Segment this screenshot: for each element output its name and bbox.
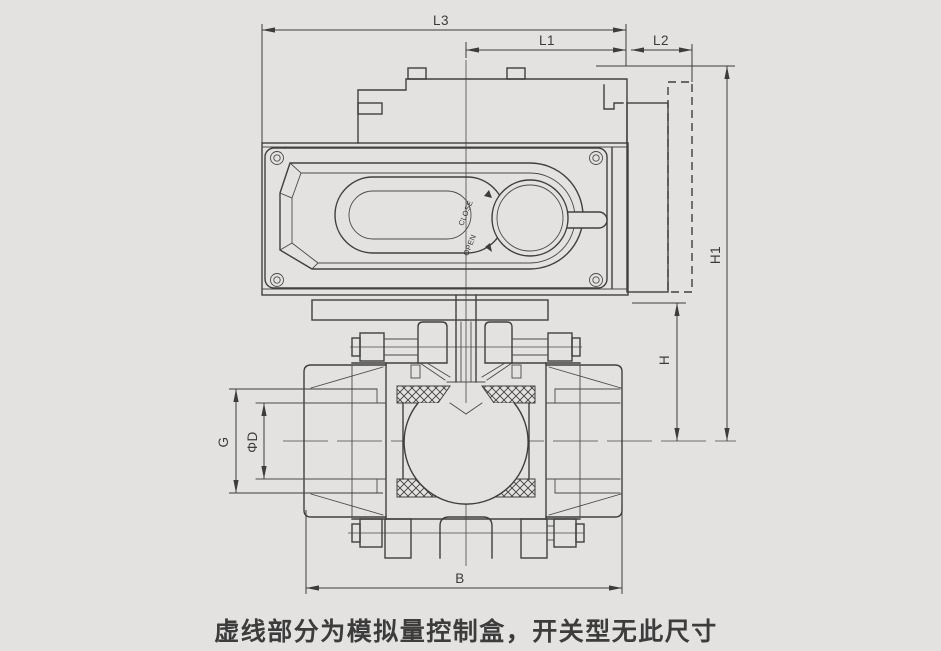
- bore-lines: [255, 402, 621, 480]
- dimension-l3: L3: [261, 13, 627, 143]
- dim-label-h: H: [657, 355, 672, 365]
- actuator-assembly: CLOSE OPEN: [261, 67, 629, 296]
- analog-control-box-dashed: [667, 81, 693, 293]
- actuator-top-cover: [357, 67, 628, 144]
- dimension-g: G: [216, 388, 383, 494]
- body-bolts-upper: [351, 332, 581, 362]
- actuator-housing: [261, 142, 629, 296]
- open-marking: OPEN: [461, 233, 478, 257]
- dim-label-l3: L3: [433, 13, 449, 28]
- valve-assembly: [255, 294, 623, 559]
- dim-label-phid: ΦD: [245, 431, 260, 453]
- dimension-phid: ΦD: [245, 403, 267, 479]
- mounting-plate: [311, 299, 549, 321]
- dimension-l1: L1: [465, 33, 626, 58]
- close-marking: CLOSE: [457, 199, 475, 227]
- end-cap-right: [545, 364, 623, 518]
- dimension-b: B: [305, 503, 623, 594]
- dim-label-h1: H1: [708, 246, 723, 264]
- cover-screws: [270, 151, 603, 287]
- ball: [402, 402, 530, 505]
- valve-stem: [446, 294, 486, 383]
- dim-label-g: G: [216, 436, 231, 447]
- lower-flange: [351, 516, 585, 559]
- dim-label-l1: L1: [539, 33, 555, 48]
- dimension-l2: L2: [631, 33, 693, 82]
- dim-label-l2: L2: [653, 33, 669, 48]
- open-direction-arrow-icon: [485, 243, 492, 252]
- position-indicator-knob: CLOSE OPEN: [457, 179, 608, 257]
- junction-box: [626, 102, 669, 293]
- dimension-h: H: [632, 302, 686, 441]
- close-direction-arrow-icon: [484, 190, 492, 198]
- dim-label-b: B: [455, 571, 465, 586]
- caption-text: 虚线部分为模拟量控制盒，开关型无此尺寸: [214, 617, 718, 646]
- dimension-h1: H1: [596, 65, 735, 441]
- bonnet: [410, 321, 522, 381]
